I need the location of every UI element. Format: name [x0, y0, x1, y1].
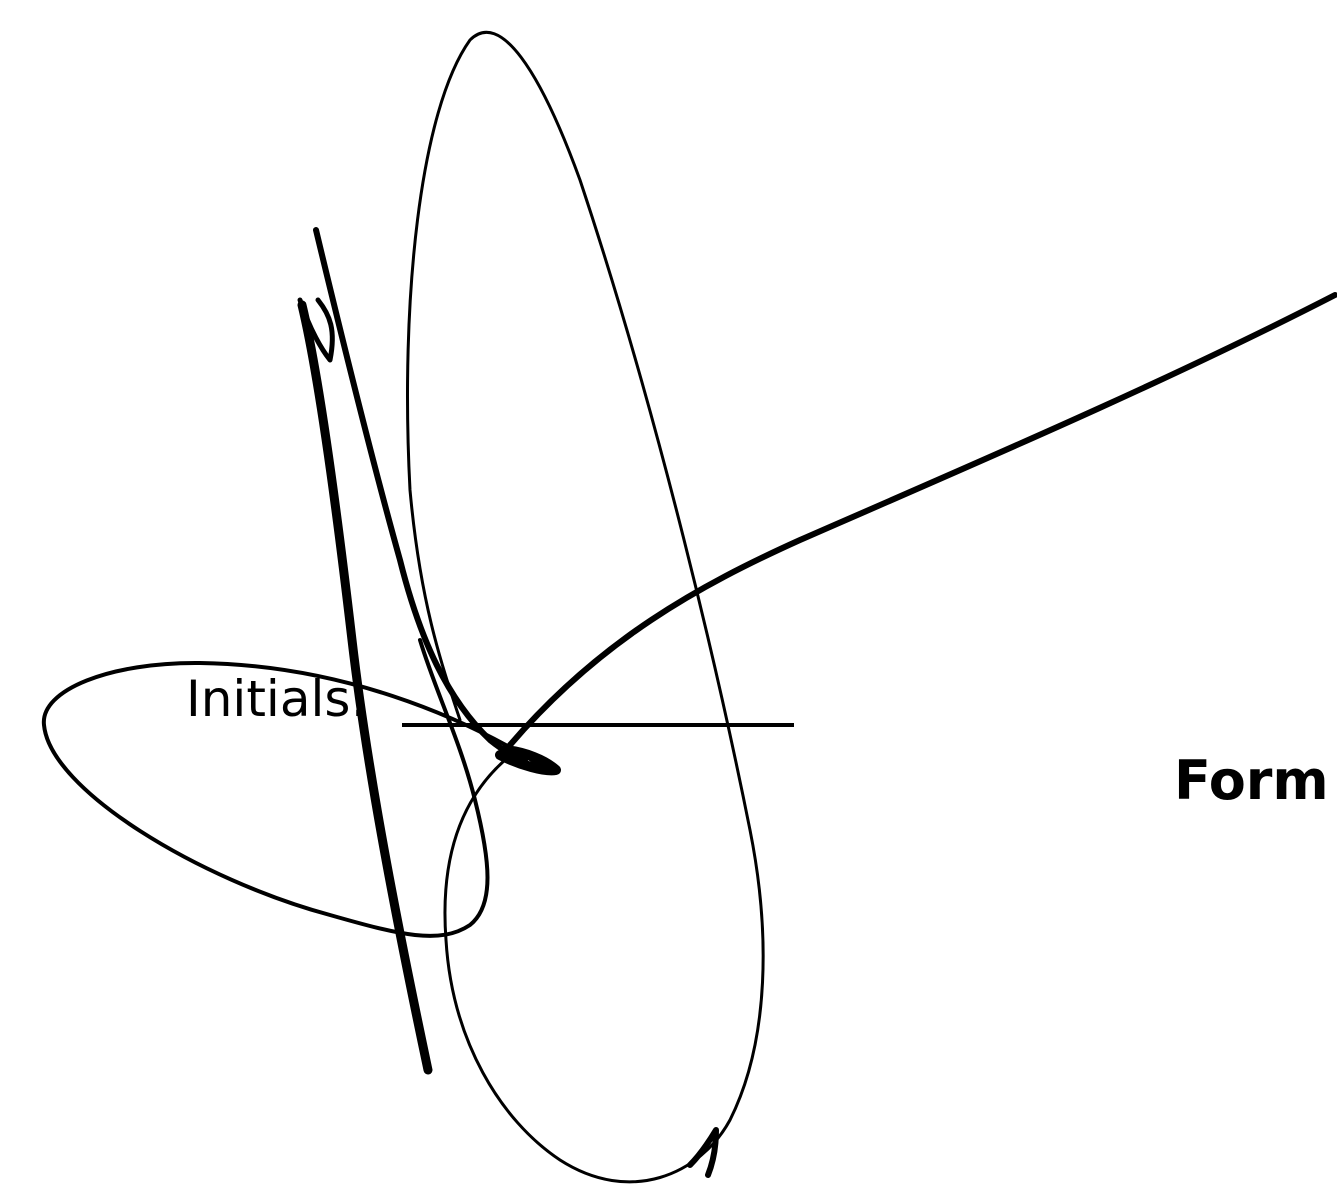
form-label: Form [1174, 749, 1329, 812]
signature-stroke-hook [297, 297, 335, 363]
signature-stroke-tick [687, 1127, 719, 1178]
signature-ink-blob [495, 745, 561, 776]
signature-stroke-sweep [507, 292, 1337, 748]
signature-stroke-tall-loop [406, 30, 765, 1184]
initials-signature-line [402, 723, 794, 727]
initials-label: Initials: [186, 670, 368, 728]
